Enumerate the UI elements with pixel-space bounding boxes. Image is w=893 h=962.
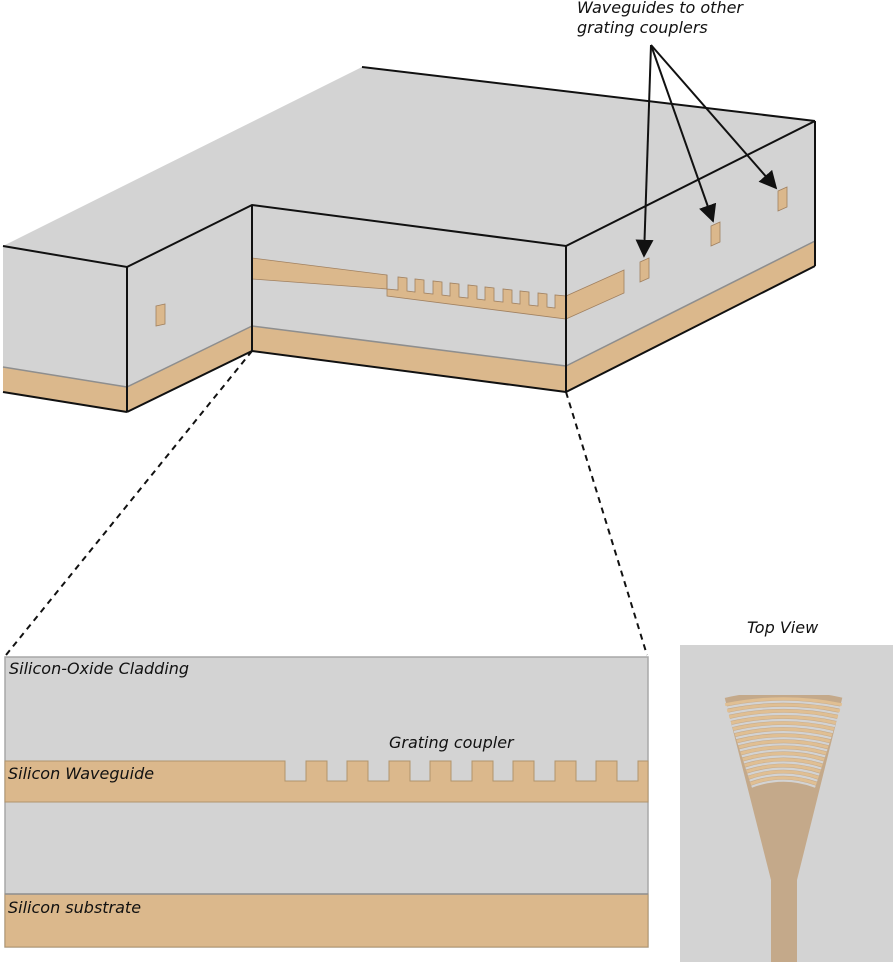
right-front-substrate xyxy=(566,241,815,392)
waveguide-port-2 xyxy=(710,221,721,247)
top-view-title: Top View xyxy=(747,618,819,637)
top-view-panel xyxy=(680,645,893,962)
left-front-face xyxy=(3,246,127,412)
grating-arc xyxy=(738,739,829,749)
grating-arc xyxy=(746,764,821,773)
grating-gap xyxy=(737,737,830,746)
cladding-label: Silicon-Oxide Cladding xyxy=(9,659,190,678)
grating-arc xyxy=(742,751,825,761)
grating-gap xyxy=(725,700,842,709)
silicon-waveguide-layer xyxy=(4,760,649,803)
substrate-label: Silicon substrate xyxy=(8,898,142,917)
grating-arc xyxy=(732,721,835,731)
inner-front-substrate xyxy=(252,326,566,392)
grating-gap xyxy=(745,761,822,770)
grating-gap xyxy=(743,755,824,764)
grating-gap xyxy=(741,749,826,758)
grating-gap xyxy=(729,712,838,721)
grating-gap xyxy=(747,767,820,776)
grating-arc xyxy=(740,745,827,755)
grating-arc xyxy=(726,703,841,713)
annotation-arrows xyxy=(635,44,778,258)
zoom-guides xyxy=(5,350,648,656)
waveguide-port-3 xyxy=(777,186,788,212)
left-front-substrate xyxy=(3,367,127,412)
grating-gap xyxy=(735,731,832,740)
grating-arc xyxy=(744,758,823,767)
grating-gap xyxy=(739,743,828,752)
chip-3d-block xyxy=(2,66,816,413)
grating-arc xyxy=(736,733,831,743)
left-waveguide-port xyxy=(155,303,166,327)
grating-arc xyxy=(730,715,837,725)
cross-section-panel xyxy=(4,656,649,948)
silicon-substrate-layer xyxy=(4,893,649,948)
grating-arc xyxy=(728,709,839,719)
right-front-face xyxy=(566,121,815,392)
grating-gap xyxy=(731,718,836,728)
waveguide-port-1 xyxy=(639,257,650,283)
chip-top-surface xyxy=(3,67,815,267)
left-side-substrate xyxy=(127,326,252,412)
waveguide-label: Silicon Waveguide xyxy=(8,764,155,783)
grating-gap xyxy=(733,724,834,734)
grating-gap xyxy=(751,779,816,788)
grating-arc xyxy=(750,776,817,786)
inner-grating-teeth xyxy=(386,275,567,320)
grating-arcs xyxy=(720,690,848,788)
grating-gap xyxy=(727,706,840,715)
taper-cap xyxy=(720,690,848,699)
chip-outline xyxy=(2,66,816,413)
waveguides-annotation-line1: Waveguides to other xyxy=(577,0,743,17)
grating-arc xyxy=(734,727,833,737)
grating-arc xyxy=(724,697,843,707)
grating-arc xyxy=(748,770,819,780)
waveguides-annotation-line2: grating couplers xyxy=(577,18,708,37)
grating-gap xyxy=(749,773,818,782)
grating-coupler-label: Grating coupler xyxy=(389,733,514,752)
